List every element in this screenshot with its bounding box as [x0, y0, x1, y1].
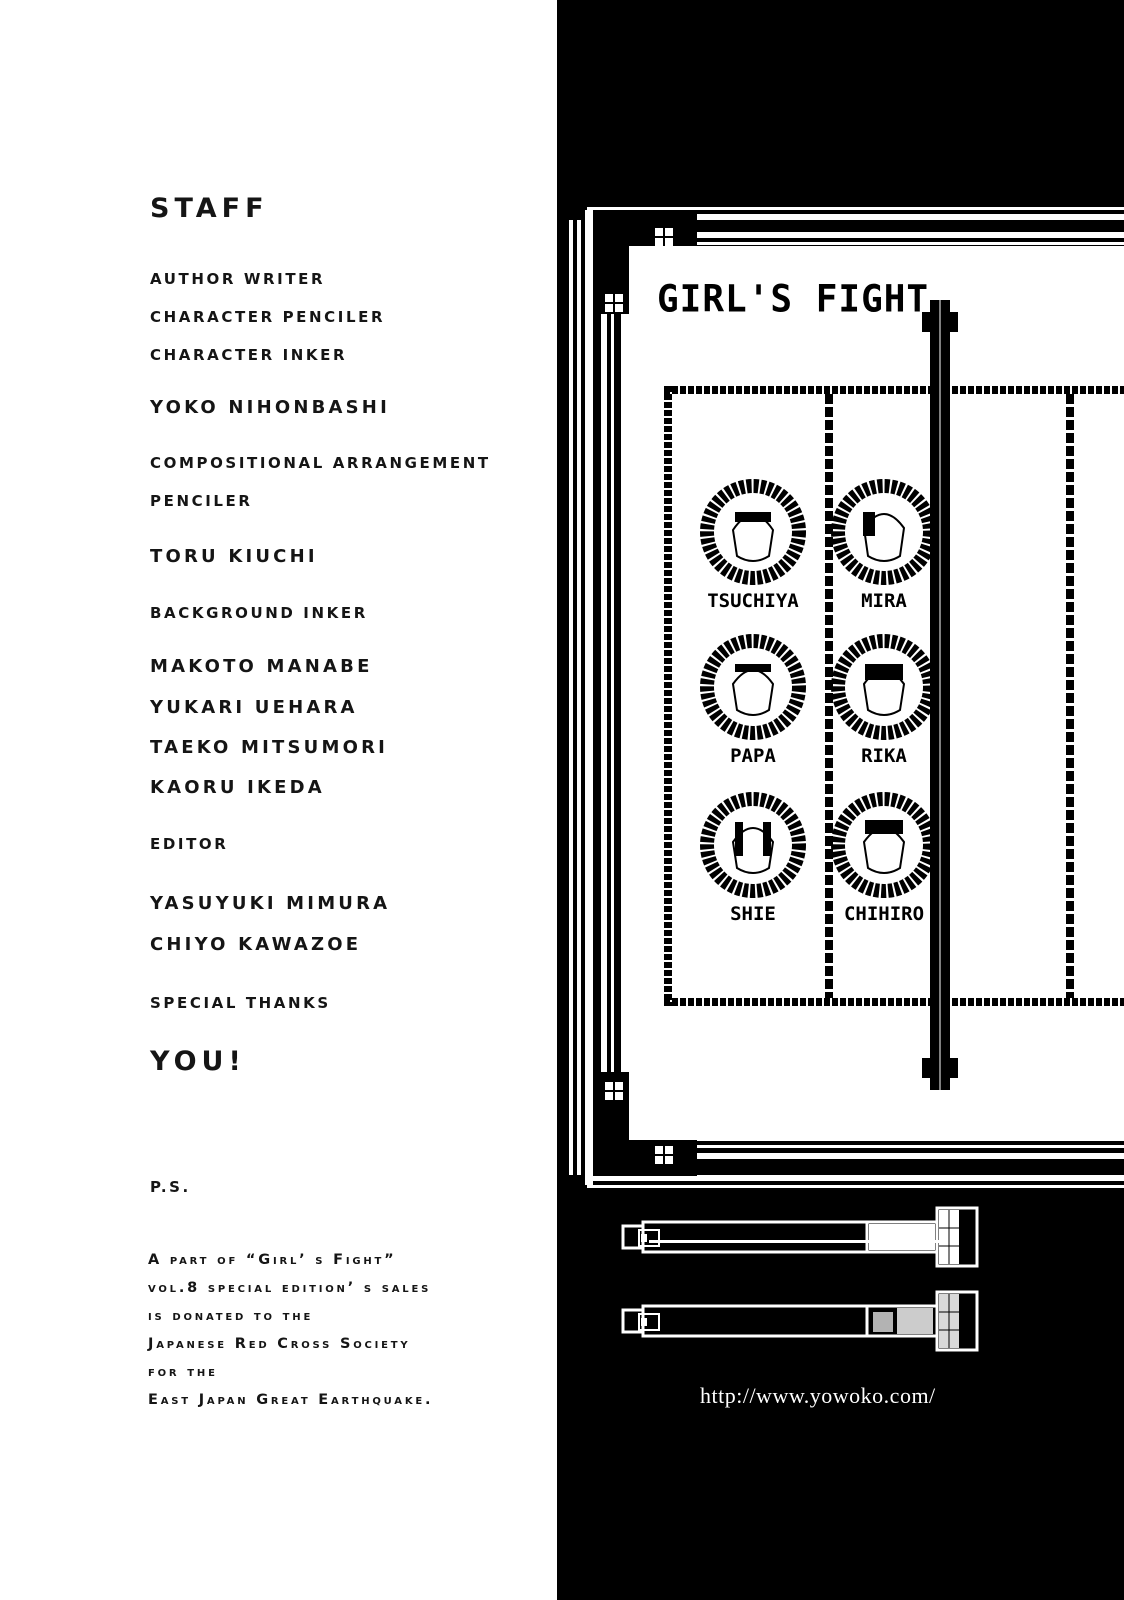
role-editor: EDITOR: [150, 835, 229, 853]
staff-credits: STAFF AUTHOR WRITER CHARACTER PENCILER C…: [0, 0, 557, 1600]
role-character-inker: CHARACTER INKER: [150, 346, 348, 364]
donation-note: A part of “Girl’ s Fight” vol.8 special …: [148, 1246, 433, 1414]
girls-fight-logo: GIRL'S FIGHT: [657, 278, 930, 322]
name-yasuyuki-mimura: YASUYUKI MIMURA: [150, 893, 391, 914]
note-line: is donated to the: [148, 1308, 314, 1324]
role-compositional-arrangement: COMPOSITIONAL ARRANGEMENT: [150, 454, 491, 472]
note-line: A part of “Girl’ s Fight”: [148, 1252, 397, 1268]
role-special-thanks: SPECIAL THANKS: [150, 994, 331, 1012]
character-label: RIKA: [861, 745, 907, 767]
character-label: PAPA: [730, 745, 776, 767]
name-toru-kiuchi: TORU KIUCHI: [150, 546, 318, 567]
character-label: TSUCHIYA: [707, 590, 799, 612]
note-line: vol.8 special edition’ s sales: [148, 1280, 432, 1296]
name-makoto-manabe: MAKOTO MANABE: [150, 656, 373, 677]
website-url: http://www.yowoko.com/: [700, 1383, 936, 1408]
name-yukari-uehara: YUKARI UEHARA: [150, 697, 358, 718]
pixel-frame-illustration: [569, 207, 1124, 1352]
role-penciler: PENCILER: [150, 492, 253, 510]
note-line: for the: [148, 1364, 218, 1380]
role-background-inker: BACKGROUND INKER: [150, 604, 368, 622]
name-yoko-nihonbashi: YOKO NIHONBASHI: [150, 397, 390, 418]
character-label: MIRA: [861, 590, 907, 612]
role-author-writer: AUTHOR WRITER: [150, 270, 326, 288]
character-label: CHIHIRO: [843, 903, 925, 925]
name-kaoru-ikeda: KAORU IKEDA: [150, 777, 325, 798]
name-you: YOU!: [150, 1046, 246, 1077]
note-line: Japanese Red Cross Society: [148, 1336, 411, 1352]
role-character-penciler: CHARACTER PENCILER: [150, 308, 386, 326]
note-line: East Japan Great Earthquake.: [148, 1392, 434, 1408]
character-label: SHIE: [730, 903, 776, 925]
name-taeko-mitsumori: TAEKO MITSUMORI: [150, 737, 389, 758]
staff-heading: STAFF: [150, 193, 269, 224]
name-chiyo-kawazoe: CHIYO KAWAZOE: [150, 934, 362, 955]
ps-label: P.S.: [150, 1178, 191, 1196]
pixel-art-panel: GIRL'S FIGHT TSUCHIYA MIRA PAPA RIKA SHI…: [557, 0, 1124, 1600]
